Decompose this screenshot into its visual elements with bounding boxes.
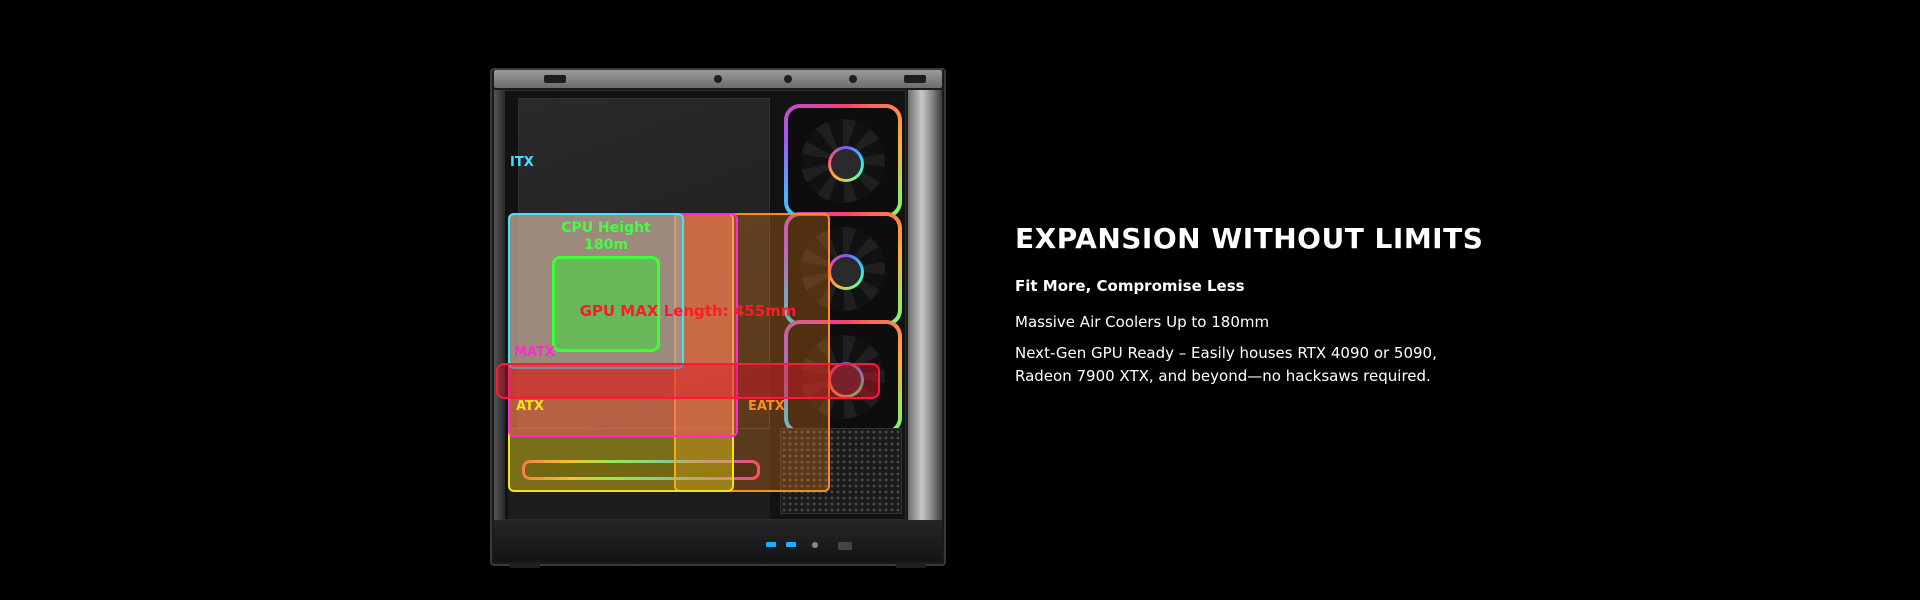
case-foot (510, 562, 540, 568)
gpu-feature-line-1: Next-Gen GPU Ready – Easily houses RTX 4… (1015, 344, 1437, 362)
usb-port (786, 542, 796, 547)
itx-label: ITX (510, 155, 534, 170)
case-foot (896, 562, 926, 568)
cpu-height-label-line1: CPU Height (561, 220, 651, 236)
gpu-length-zone-outline (496, 363, 880, 399)
case-left-rail (494, 90, 504, 520)
rgb-fan-bottom (784, 320, 902, 434)
cpu-height-label-line2: 180m (584, 237, 628, 253)
gpu-feature-line-2: Radeon 7900 XTX, and beyond—no hacksaws … (1015, 367, 1431, 385)
case-base (494, 520, 942, 562)
eatx-zone-outline (674, 213, 830, 492)
eatx-label: EATX (748, 399, 785, 414)
rgb-light-strip (522, 460, 760, 480)
pc-case-illustration: ITX MATX ATX EATX CPU Height 180m GPU MA… (490, 68, 946, 568)
usb-port (766, 542, 776, 547)
power-button (838, 542, 852, 550)
cpu-height-label: CPU Height 180m (552, 220, 660, 254)
rgb-fan-middle (784, 212, 902, 326)
rgb-fan-top (784, 104, 902, 218)
gpu-max-length-label: GPU MAX Length: 455mm (579, 302, 797, 320)
matx-label: MATX (514, 345, 555, 360)
case-top-panel (494, 70, 942, 88)
headline: EXPANSION WITHOUT LIMITS (1015, 222, 1484, 255)
atx-label: ATX (516, 399, 544, 414)
air-cooler-feature: Massive Air Coolers Up to 180mm (1015, 313, 1270, 331)
subheadline: Fit More, Compromise Less (1015, 277, 1245, 295)
audio-jack (812, 542, 818, 548)
cpu-cooler-zone-outline (552, 256, 660, 352)
feature-copy: EXPANSION WITHOUT LIMITS Fit More, Compr… (1015, 222, 1535, 388)
case-glass-edge (908, 90, 942, 520)
vent-grille (780, 428, 902, 514)
